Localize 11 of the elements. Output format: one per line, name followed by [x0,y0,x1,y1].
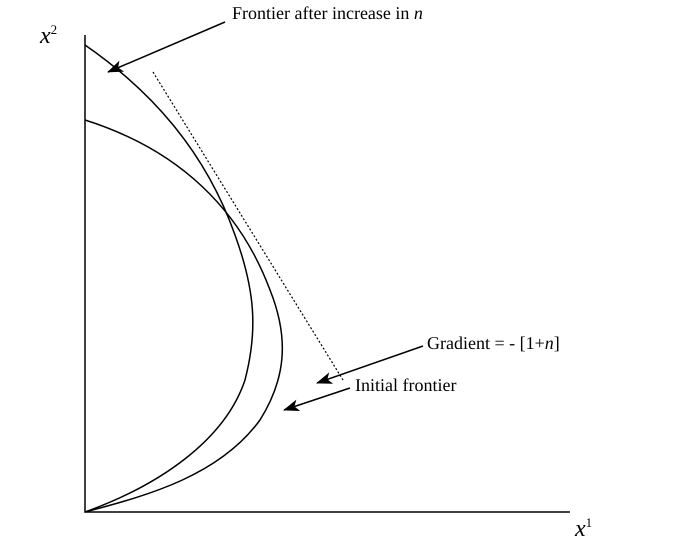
leader-arrow [107,21,226,73]
frontier-curve [84,119,284,513]
axis-label: x$^{1}$ [575,515,592,543]
leader-arrow [283,387,350,411]
frontier-curve [84,44,254,513]
curve-label: Frontier after increase in n [232,3,423,24]
leader-arrow [316,345,424,384]
curve-label: Initial frontier [355,375,456,396]
tangent-line [152,72,344,380]
gradient-label: Gradient = - [1+n] [427,333,560,354]
axis-label: x$^{2}$ [40,22,58,50]
